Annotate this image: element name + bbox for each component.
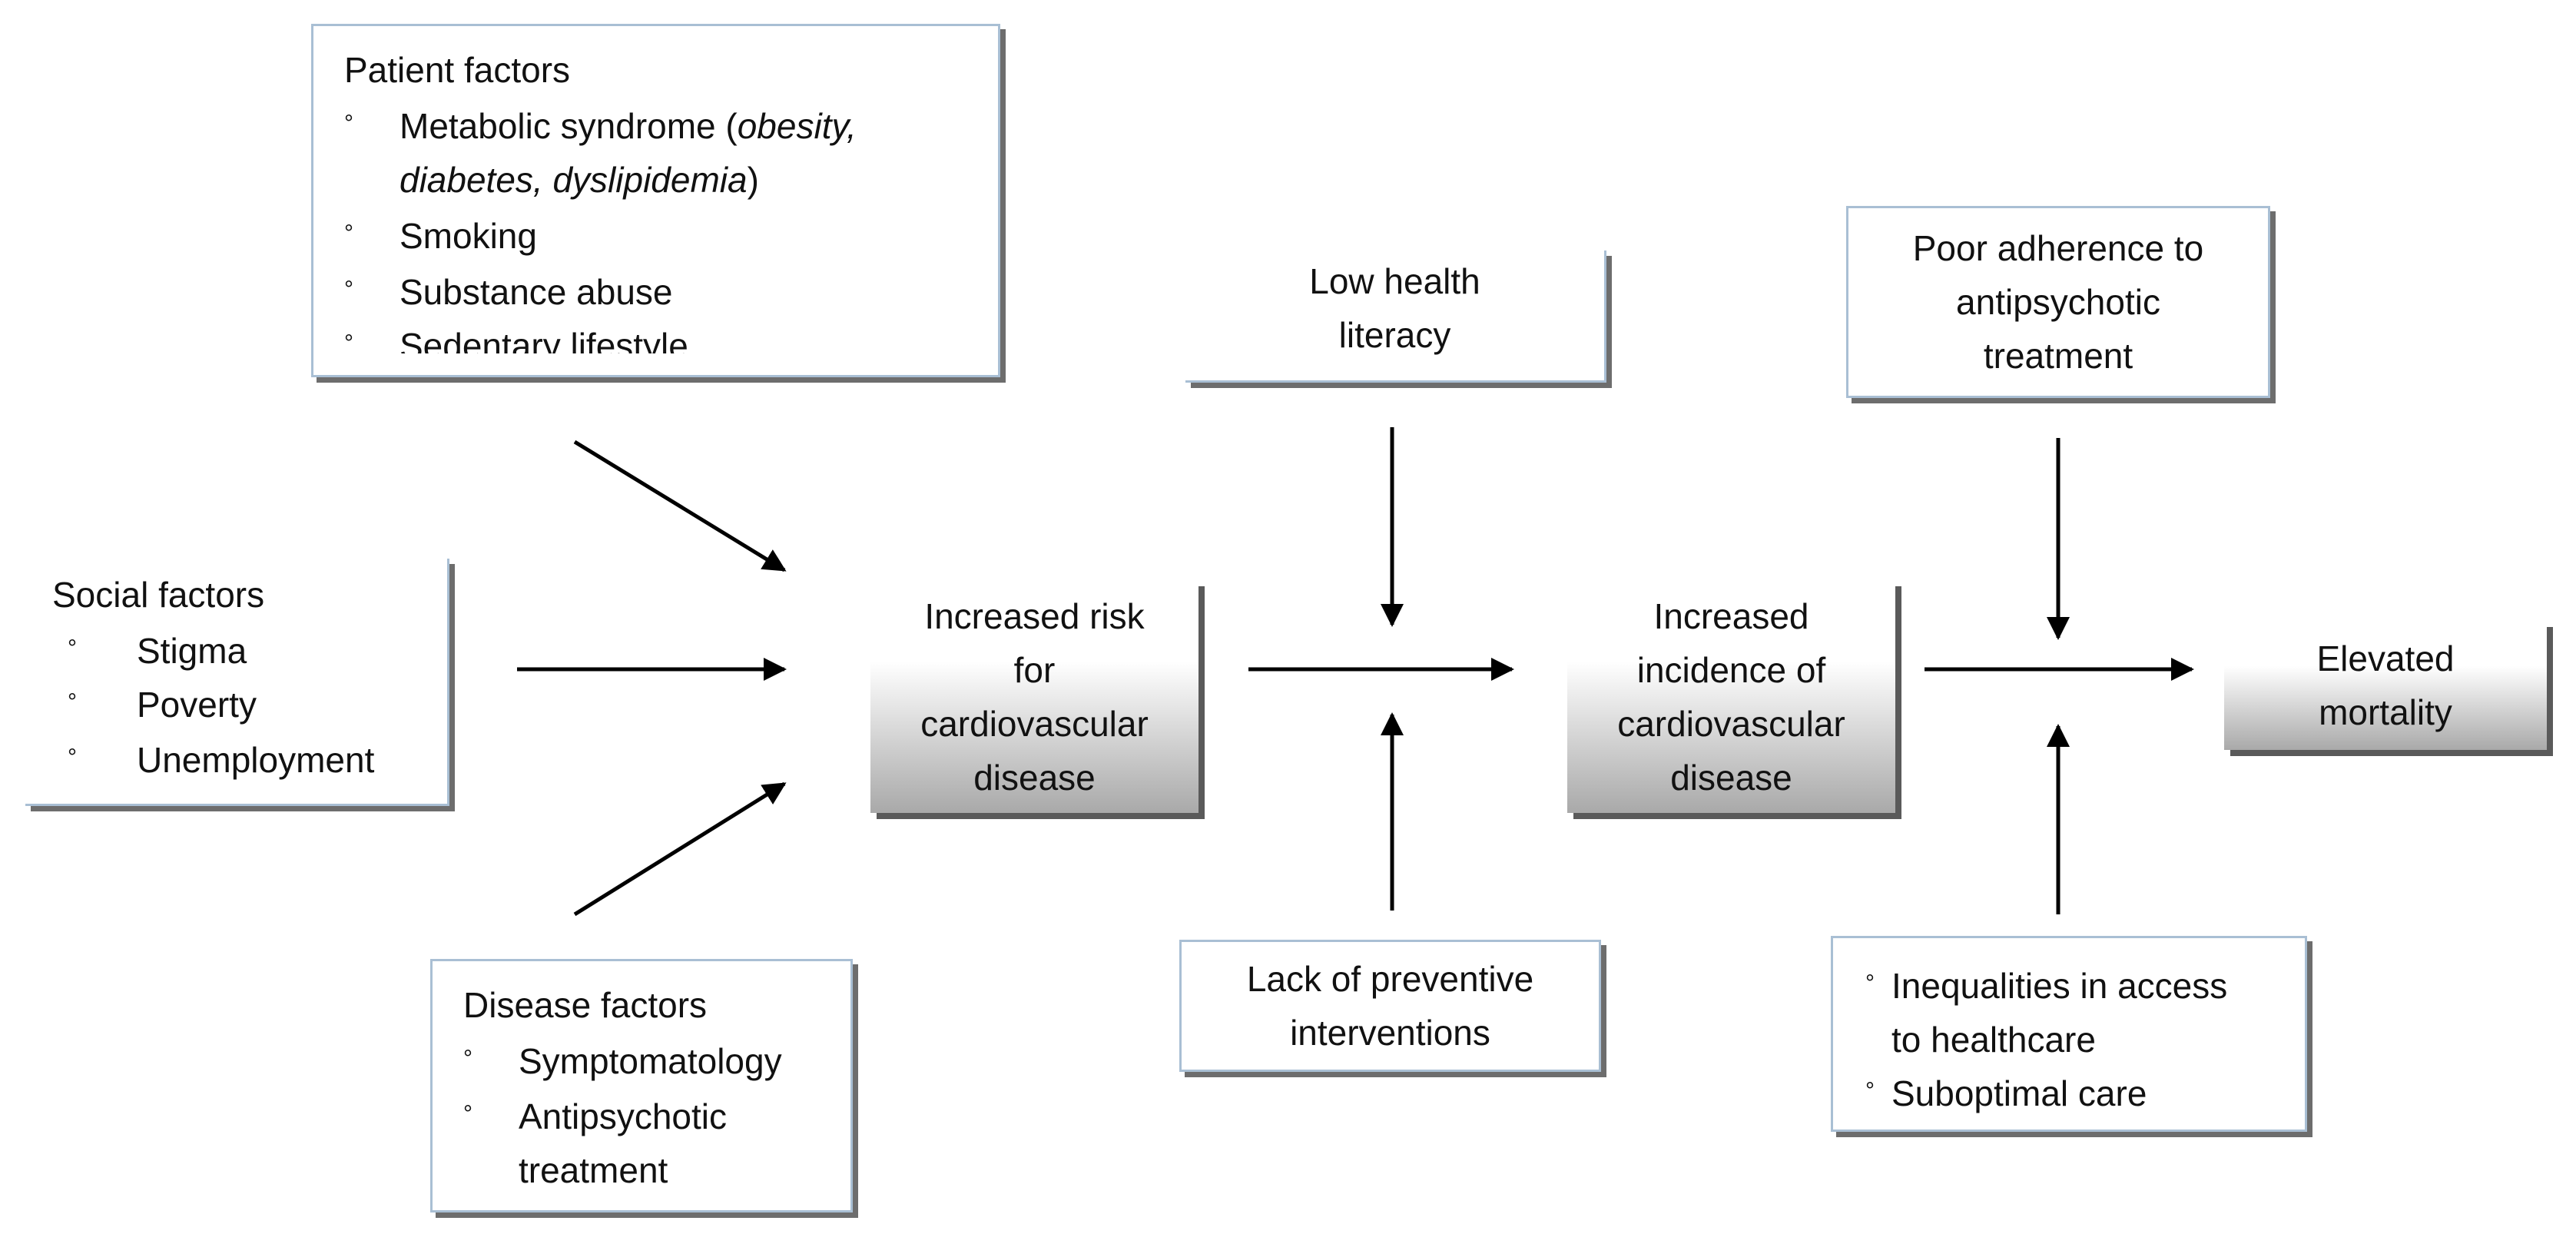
bullet-icon: ° [344, 111, 353, 136]
inequalities-box: ° Inequalities in access to healthcare °… [1831, 936, 2307, 1132]
patient-factors-box: Patient factors ° Metabolic syndrome (ob… [311, 24, 1000, 377]
bullet-icon: ° [344, 277, 353, 302]
disease-factor-antipsychotic: Antipsychotic [519, 1096, 728, 1136]
elevated-mortality-box: Elevated mortality [2224, 621, 2547, 750]
increased-risk-line: for [1013, 649, 1056, 690]
increased-risk-box: Increased risk for cardiovascular diseas… [870, 580, 1198, 813]
low-health-literacy-box: Low health literacy [1185, 250, 1606, 383]
bullet-icon: ° [344, 330, 353, 356]
lack-preventive-box: Lack of preventive interventions [1179, 940, 1601, 1072]
social-factor-unemployment: Unemployment [137, 740, 375, 780]
elevated-mortality-line: Elevated [2316, 639, 2455, 678]
lack-preventive-line: Lack of preventive [1246, 959, 1534, 999]
patient-factor-substance: Substance abuse [399, 272, 673, 312]
poor-adherence-box: Poor adherence to antipsychotic treatmen… [1846, 206, 2270, 398]
social-factor-stigma: Stigma [137, 631, 247, 671]
low-health-literacy-text: Low health literacy [1309, 254, 1480, 362]
metabolic-italic-1: obesity, [737, 106, 857, 146]
arrow-disease-to-risk [573, 781, 787, 917]
increased-incidence-text: Increased incidence of cardiovascular di… [1617, 589, 1845, 804]
patient-factor-smoking: Smoking [399, 216, 537, 256]
bullet-icon: ° [1865, 1078, 1875, 1103]
patient-factor-sedentary: Sedentary lifestyle [399, 326, 688, 353]
bullet-icon: ° [68, 689, 77, 715]
increased-risk-line: disease [973, 757, 1096, 798]
lack-preventive-line: interventions [1290, 1013, 1490, 1053]
disease-factors-box: Disease factors ° Symptomatology ° Antip… [430, 959, 853, 1212]
lack-preventive-text: Lack of preventive interventions [1247, 952, 1533, 1060]
social-factor-poverty: Poverty [137, 685, 257, 725]
patient-factor-metabolic-line2: diabetes, dyslipidemia) [399, 153, 759, 207]
elevated-mortality-text: Elevated mortality [2316, 632, 2454, 739]
metabolic-text: Metabolic syndrome ( [399, 106, 738, 146]
increased-incidence-box: Increased incidence of cardiovascular di… [1567, 580, 1895, 813]
inequalities-access: Inequalities in access [1891, 966, 2228, 1006]
metabolic-italic-2: diabetes, dyslipidemia [399, 160, 748, 200]
social-factors-box: Social factors ° Stigma ° Poverty ° Unem… [25, 559, 449, 806]
inequalities-healthcare: to healthcare [1891, 1020, 2096, 1060]
low-health-literacy-line: literacy [1338, 314, 1451, 355]
increased-incidence-line: incidence of [1636, 649, 1826, 690]
increased-risk-text: Increased risk for cardiovascular diseas… [920, 589, 1149, 804]
bullet-icon: ° [463, 1101, 472, 1126]
bullet-icon: ° [68, 635, 77, 661]
social-factors-heading: Social factors [52, 575, 265, 615]
increased-incidence-line: disease [1670, 757, 1792, 798]
bullet-icon: ° [344, 221, 353, 246]
patient-factor-metabolic: Metabolic syndrome (obesity, [399, 99, 857, 153]
poor-adherence-line: antipsychotic [1956, 282, 2160, 322]
poor-adherence-text: Poor adherence to antipsychotic treatmen… [1913, 221, 2204, 383]
disease-factor-treatment: treatment [519, 1150, 668, 1190]
increased-risk-line: Increased risk [924, 595, 1145, 636]
disease-factors-heading: Disease factors [463, 985, 708, 1025]
increased-incidence-line: cardiovascular [1617, 703, 1845, 744]
disease-factor-symptomatology: Symptomatology [519, 1041, 782, 1081]
increased-risk-line: cardiovascular [920, 703, 1149, 744]
bullet-icon: ° [463, 1046, 472, 1071]
poor-adherence-line: treatment [1983, 336, 2133, 376]
suboptimal-care: Suboptimal care [1891, 1073, 2147, 1113]
bullet-icon: ° [68, 745, 77, 770]
elevated-mortality-line: mortality [2319, 692, 2452, 732]
bullet-icon: ° [1865, 970, 1875, 996]
arrow-patient-to-risk [573, 440, 787, 572]
low-health-literacy-line: Low health [1309, 260, 1480, 301]
poor-adherence-line: Poor adherence to [1912, 228, 2204, 268]
metabolic-close: ) [747, 160, 759, 200]
increased-incidence-line: Increased [1653, 595, 1809, 636]
patient-factors-heading: Patient factors [344, 50, 571, 90]
